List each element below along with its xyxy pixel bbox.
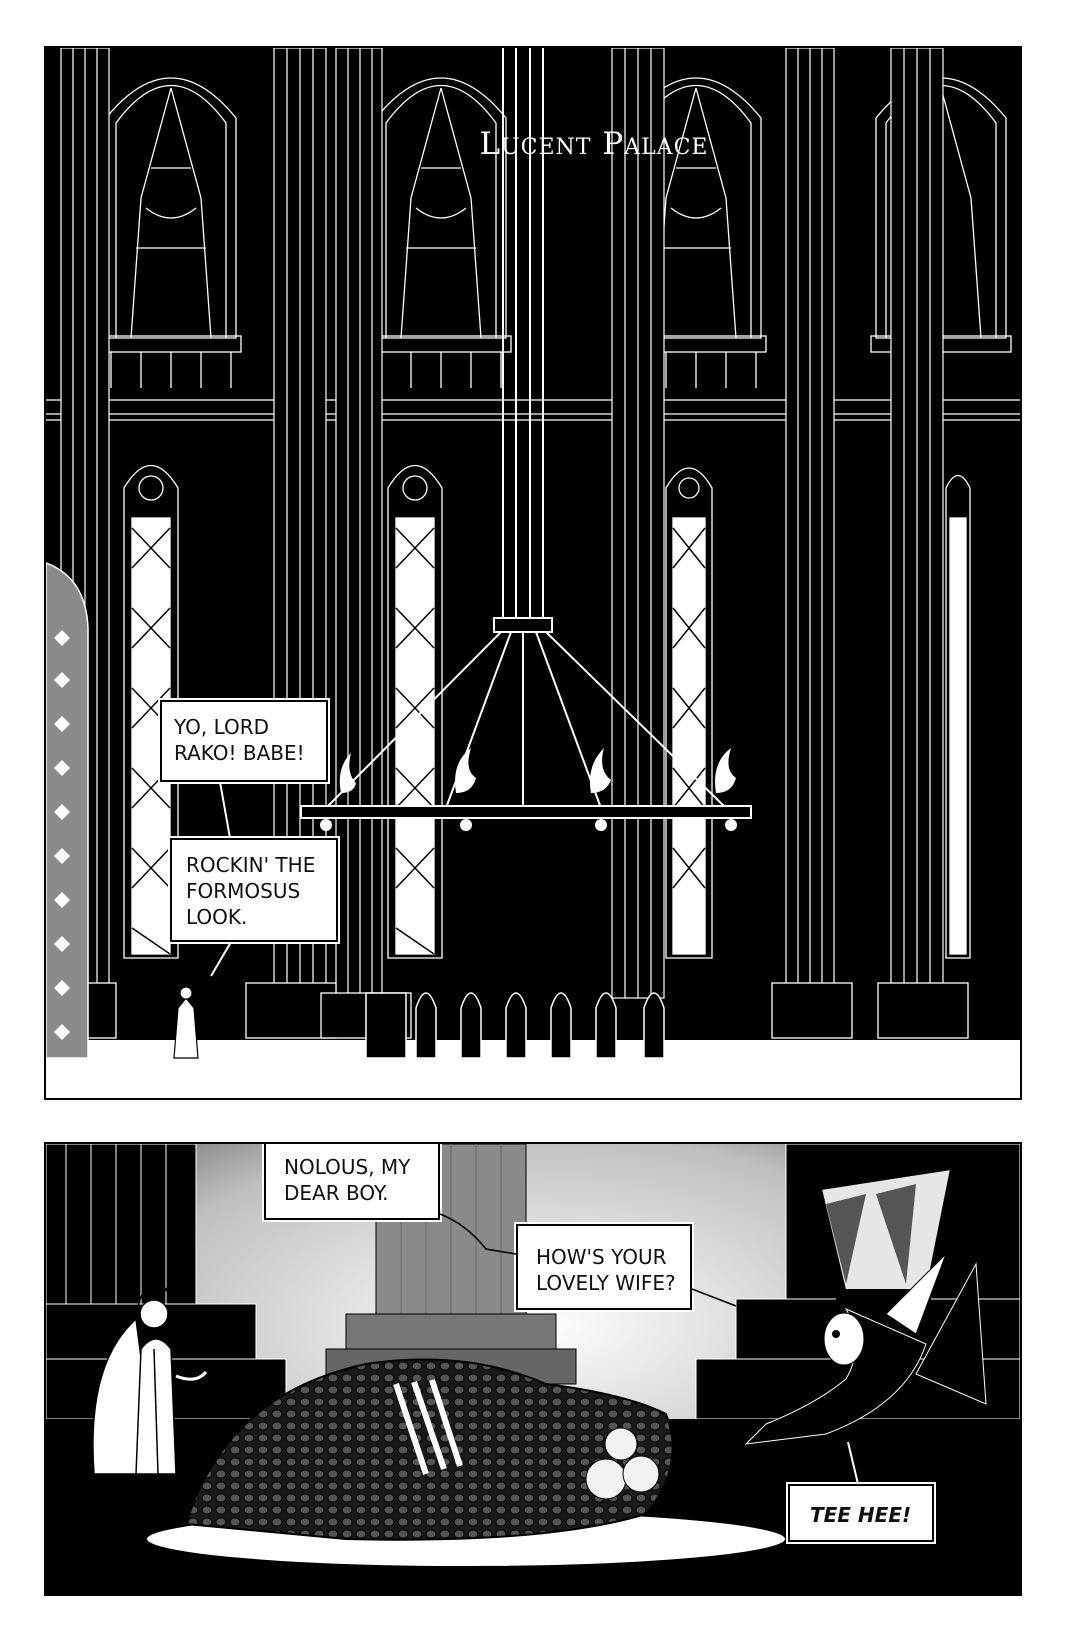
roast-dish (145, 1358, 787, 1568)
speech-text: NOLOUS, MY DEAR BOY. (284, 1155, 411, 1205)
speech-bubble-greeting: YO, LORD RAKO! BABE! (158, 698, 330, 784)
lancet-windows (123, 464, 971, 959)
panel-palace-hall: Lucent Palace YO, LORD RAKO! BABE! ROCKI… (44, 46, 1022, 1100)
pope-character (744, 1167, 987, 1445)
angel-character (92, 1284, 208, 1475)
panel-feast: NOLOUS, MY DEAR BOY. HOW'S YOUR LOVELY W… (44, 1142, 1022, 1596)
chandelier (300, 48, 752, 831)
chairs (365, 992, 665, 1059)
door (46, 562, 89, 1059)
speech-bubble-compliment: ROCKIN' THE FORMOSUS LOOK. (168, 836, 340, 944)
speech-bubble-dear-boy: NOLOUS, MY DEAR BOY. (262, 1144, 442, 1222)
cornice (46, 399, 1020, 421)
small-angel-figure (173, 986, 199, 1059)
speech-bubble-tee-hee: TEE HEE! (786, 1482, 936, 1544)
speech-bubble-lovely-wife: HOW'S YOUR LOVELY WIFE? (514, 1222, 694, 1312)
columns (60, 48, 944, 999)
speech-text: TEE HEE! (810, 1503, 912, 1527)
speech-text: YO, LORD RAKO! BABE! (174, 715, 305, 765)
location-caption: Lucent Palace (479, 126, 709, 162)
speech-text: ROCKIN' THE FORMOSUS LOOK. (186, 853, 316, 929)
speech-text: HOW'S YOUR LOVELY WIFE? (536, 1245, 676, 1295)
